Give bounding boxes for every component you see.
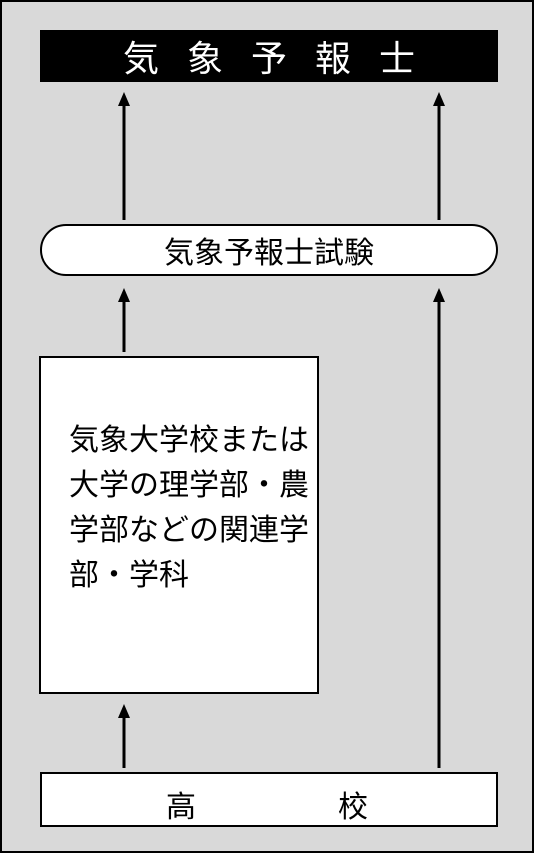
- goal-title: 気象予報士: [122, 39, 443, 80]
- arrowhead-university-to-exam: [118, 288, 130, 302]
- exam-box: 気象予報士試験: [40, 224, 498, 276]
- arrowhead-exam-to-title-left: [118, 92, 130, 106]
- arrowhead-high-school-to-university: [118, 704, 130, 718]
- goal-title-box: 気象予報士: [40, 30, 498, 82]
- high-school-label-left: 高: [166, 790, 196, 825]
- exam-label: 気象予報士試験: [164, 236, 374, 271]
- high-school-box: 高 校: [40, 772, 498, 827]
- arrowhead-high-school-to-exam: [433, 288, 445, 302]
- university-box: 気象大学校または大学の理学部・農学部などの関連学部・学科: [39, 356, 319, 694]
- arrowhead-exam-to-title-right: [433, 92, 445, 106]
- university-label: 気象大学校または大学の理学部・農学部などの関連学部・学科: [69, 423, 309, 593]
- high-school-label-right: 校: [338, 790, 368, 825]
